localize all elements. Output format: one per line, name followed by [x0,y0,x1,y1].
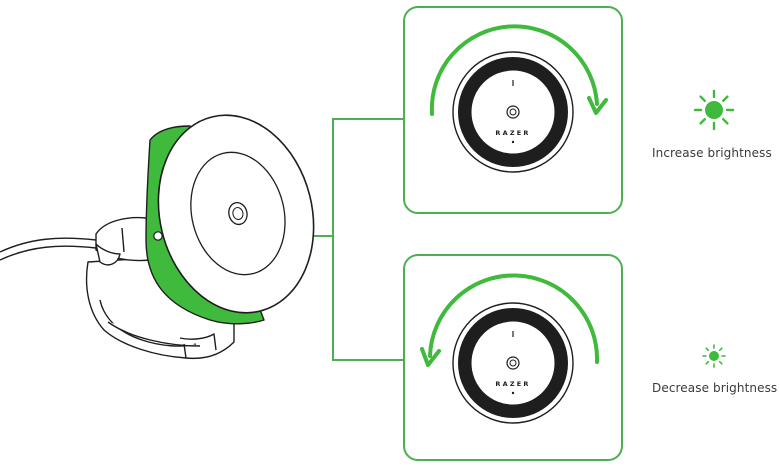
usb-cable [0,238,96,252]
knob-front-view-bottom: RAZER [453,303,573,423]
increase-brightness-label: Increase brightness [652,146,772,160]
razer-logo-text: RAZER [495,380,530,388]
razer-logo-text: RAZER [495,129,530,137]
knob-front-view-top: RAZER [453,52,573,172]
sun-large-icon [695,91,733,129]
ring-light-device-illustration [0,99,334,359]
sun-small-icon [703,345,725,367]
panel-clockwise: RAZER [404,7,622,213]
panel-counterclockwise: RAZER [404,255,622,460]
decrease-brightness-label: Decrease brightness [652,381,777,395]
callout-dot [154,232,162,240]
